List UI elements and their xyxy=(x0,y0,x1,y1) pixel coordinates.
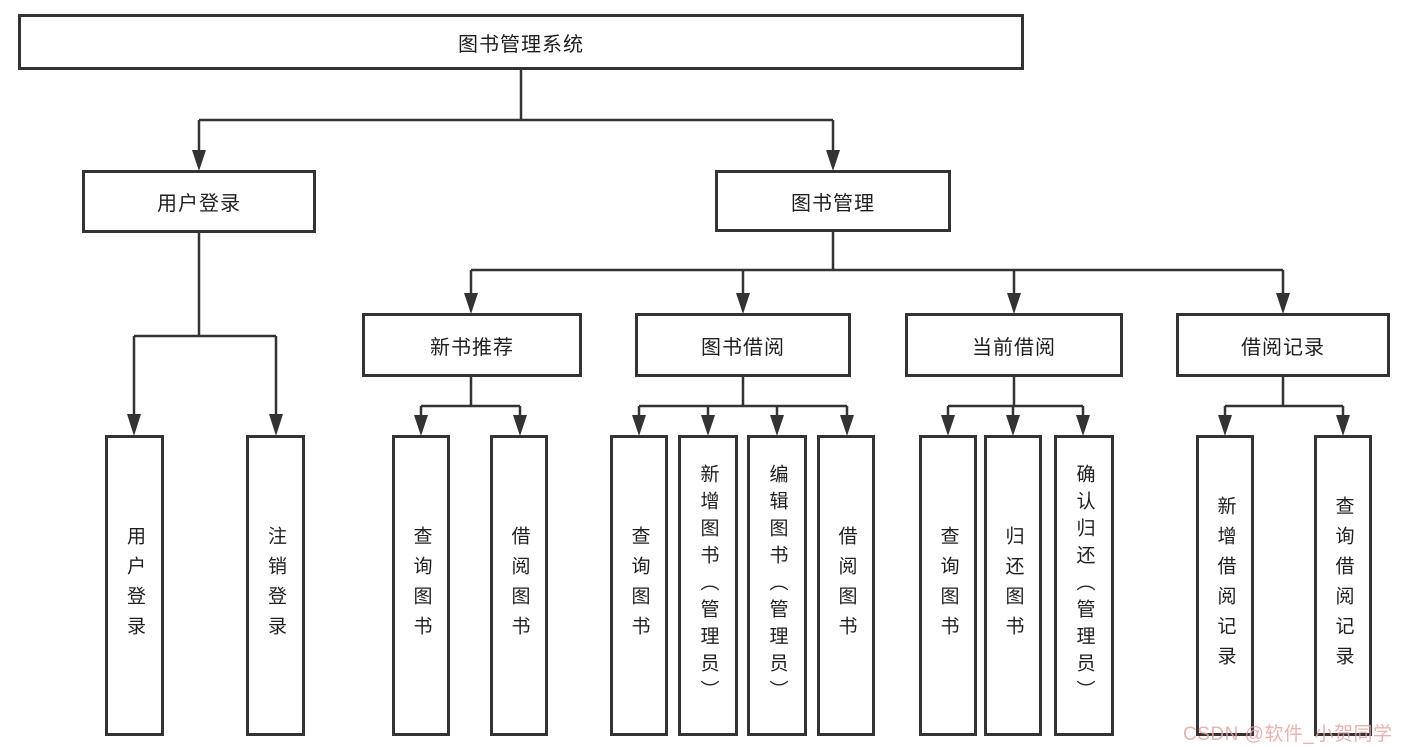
leaf-user-login: 用户登录 xyxy=(105,435,164,736)
leaf-return-books: 归还图书 xyxy=(984,435,1042,736)
csdn-watermark: CSDN @软件_小贺同学 xyxy=(1183,724,1393,745)
leaf-query-borrowing-record: 查询借阅记录 xyxy=(1314,435,1372,736)
node-new-book-recommendation: 新书推荐 xyxy=(362,313,582,377)
leaf-borrow-books-borrowing: 借阅图书 xyxy=(817,435,875,736)
leaf-query-books-current: 查询图书 xyxy=(919,435,977,736)
leaf-logout: 注销登录 xyxy=(246,435,305,736)
leaf-query-books-recommendation: 查询图书 xyxy=(392,435,450,736)
node-book-management: 图书管理 xyxy=(715,170,951,232)
node-current-borrowing: 当前借阅 xyxy=(905,313,1123,377)
leaf-add-books-admin: 新增图书（管理员） xyxy=(678,435,738,736)
node-user-login: 用户登录 xyxy=(82,170,316,233)
leaf-confirm-return-admin: 确认归还（管理员） xyxy=(1054,435,1114,736)
node-borrowing-records: 借阅记录 xyxy=(1176,313,1390,377)
leaf-borrow-books-recommendation: 借阅图书 xyxy=(490,435,548,736)
node-root-library-management-system: 图书管理系统 xyxy=(18,14,1024,70)
leaf-edit-books-admin: 编辑图书（管理员） xyxy=(747,435,807,736)
arrowhead-group xyxy=(127,150,1350,436)
leaf-query-books-borrowing: 查询图书 xyxy=(610,435,668,736)
leaf-add-borrowing-record: 新增借阅记录 xyxy=(1196,435,1254,736)
node-book-borrowing: 图书借阅 xyxy=(635,313,851,377)
